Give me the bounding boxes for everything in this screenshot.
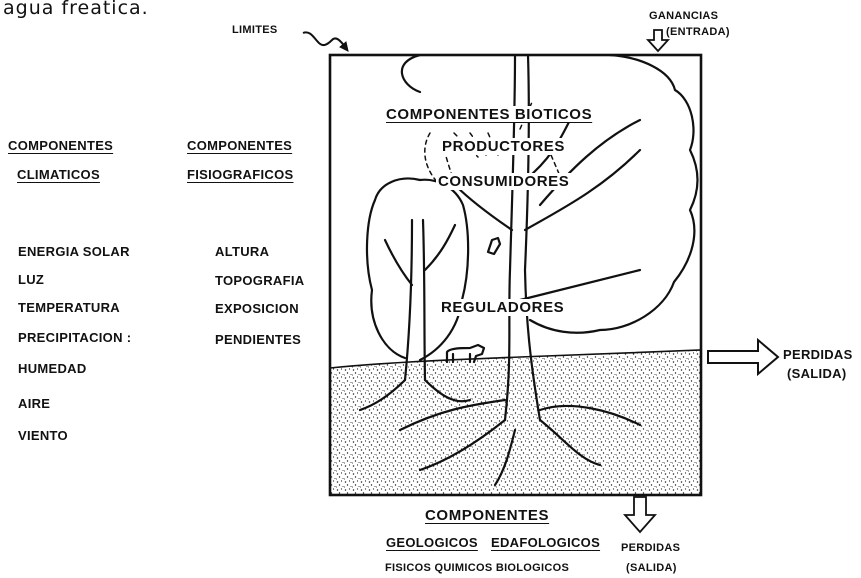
losses-right-line2: (SALIDA): [787, 366, 846, 381]
bottom-subtypes: FISICOS QUIMICOS BIOLOGICOS: [385, 562, 569, 574]
biotic-heading: COMPONENTES BIOTICOS: [384, 106, 594, 123]
limits-arrow: [303, 32, 346, 48]
gains-label-line1: GANANCIAS: [649, 10, 718, 22]
caption-fragment: agua freatica.: [3, 0, 149, 19]
losses-bottom-line1: PERDIDAS: [621, 542, 680, 554]
physiographic-item: ALTURA: [215, 244, 269, 259]
climatic-item: TEMPERATURA: [18, 300, 120, 315]
physiographic-heading-line2: FISIOGRAFICOS: [187, 167, 293, 182]
physiographic-item: TOPOGRAFIA: [215, 273, 304, 288]
gains-label-line2: (ENTRADA): [666, 26, 730, 38]
consumers-label: CONSUMIDORES: [436, 173, 571, 190]
regulators-label: REGULADORES: [439, 299, 566, 316]
bottom-heading: COMPONENTES: [425, 507, 549, 524]
climatic-item: VIENTO: [18, 428, 68, 443]
producers-label: PRODUCTORES: [440, 138, 567, 155]
small-tree-canopy: [367, 179, 468, 360]
physiographic-item: PENDIENTES: [215, 332, 301, 347]
climatic-item: AIRE: [18, 396, 50, 411]
limits-label: LIMITES: [232, 24, 278, 36]
physiographic-heading-line1: COMPONENTES: [187, 138, 292, 153]
climatic-heading-line2: CLIMATICOS: [17, 167, 100, 182]
geological-label: GEOLOGICOS: [386, 535, 478, 550]
losses-bottom-arrow: [625, 497, 655, 532]
losses-right-line1: PERDIDAS: [783, 347, 853, 362]
physiographic-item: EXPOSICION: [215, 301, 299, 316]
climatic-item: LUZ: [18, 272, 44, 287]
losses-right-arrow: [708, 340, 778, 374]
climatic-item: HUMEDAD: [18, 361, 87, 376]
losses-bottom-line2: (SALIDA): [626, 562, 677, 574]
bird-figure: [488, 238, 500, 254]
soil-region: [330, 350, 701, 495]
climatic-heading-line1: COMPONENTES: [8, 138, 113, 153]
gains-arrow: [648, 30, 668, 51]
climatic-item: ENERGIA SOLAR: [18, 244, 130, 259]
climatic-item: PRECIPITACION :: [18, 330, 131, 345]
edaphological-label: EDAFOLOGICOS: [491, 535, 600, 550]
